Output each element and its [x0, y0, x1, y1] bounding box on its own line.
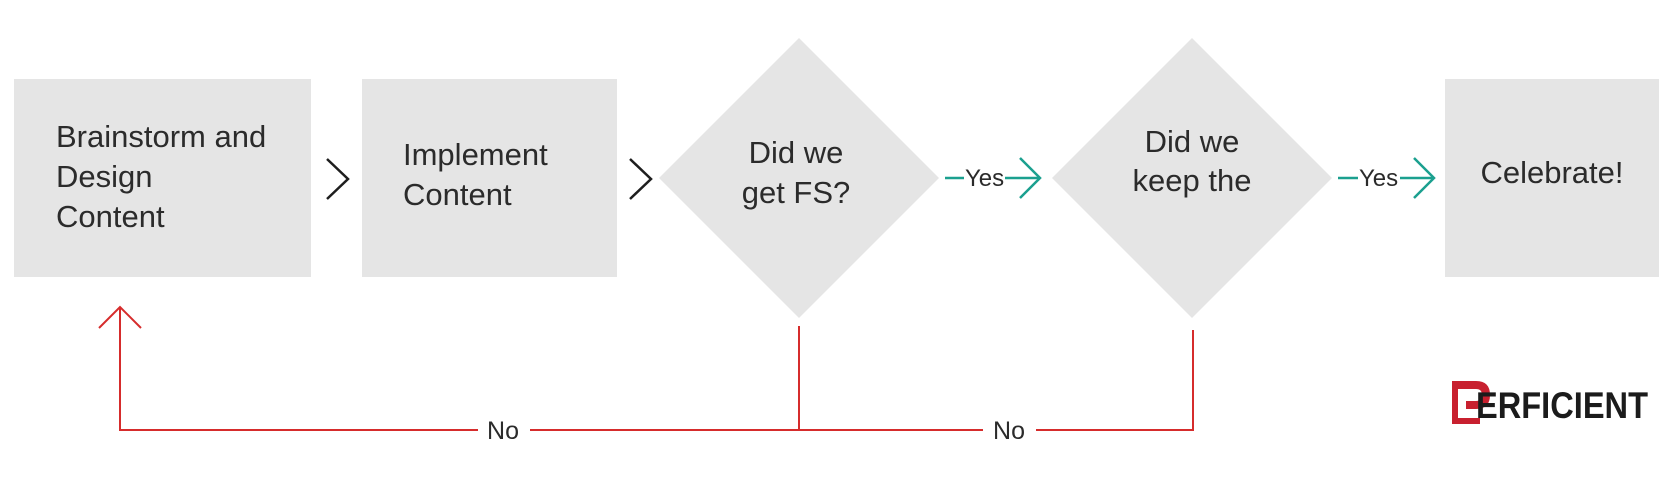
logo-p-bowl [1458, 381, 1490, 409]
decision-1-label-line-2: get FS? [742, 175, 851, 210]
no-label-1: No [487, 417, 519, 445]
arrow-right-icon [1019, 157, 1042, 199]
decision-1-label-line-1: Did we [749, 135, 844, 170]
implement-box [362, 79, 617, 277]
brainstorm-label-line-3: Content [56, 199, 165, 234]
perficient-logo: ERFICIENT [1452, 381, 1648, 426]
arrow-up-icon [98, 305, 142, 329]
decision-2-label-line-2: keep the [1133, 163, 1252, 198]
arrow-right-icon [1413, 157, 1436, 199]
yes-label-2: Yes [1359, 165, 1398, 192]
logo-wordmark: ERFICIENT [1476, 385, 1648, 426]
chevron-right-icon [326, 158, 350, 200]
brainstorm-label-line-2: Design [56, 159, 153, 194]
no-label-2: No [993, 417, 1025, 445]
celebrate-label: Celebrate! [1480, 155, 1623, 190]
decision-1-diamond [659, 38, 939, 318]
implement-label-line-1: Implement [403, 137, 548, 172]
logo-base [1458, 418, 1480, 424]
decision-2-label-line-1: Did we [1145, 124, 1240, 159]
yes-label-1: Yes [965, 165, 1004, 192]
logo-mark [1452, 381, 1458, 424]
implement-label-line-2: Content [403, 177, 512, 212]
brainstorm-box [14, 79, 311, 277]
brainstorm-label-line-1: Brainstorm and [56, 119, 266, 154]
celebrate-box [1445, 79, 1659, 277]
chevron-right-icon [629, 158, 653, 200]
no-line-decision-2-drop [1036, 330, 1194, 431]
no-line-left-return [119, 308, 478, 431]
decision-2-diamond [1052, 38, 1332, 318]
